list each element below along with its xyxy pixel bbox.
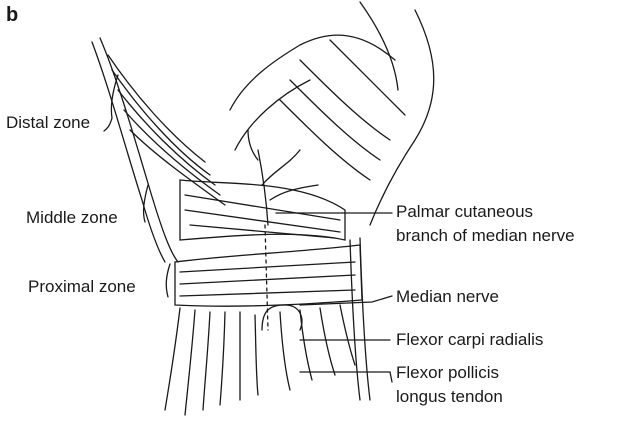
thenar-outline — [370, 10, 434, 225]
panel-label: b — [6, 4, 18, 27]
label-palmar-cutaneous-2: branch of median nerve — [396, 225, 575, 247]
label-proximal-zone: Proximal zone — [28, 276, 136, 298]
label-distal-zone: Distal zone — [6, 112, 90, 134]
label-palmar-cutaneous-1: Palmar cutaneous — [396, 201, 533, 223]
label-flexor-pollicis-1: Flexor pollicis — [396, 362, 499, 384]
label-median-nerve: Median nerve — [396, 286, 499, 308]
tendons — [165, 305, 355, 415]
label-flexor-pollicis-2: longus tendon — [396, 386, 503, 408]
leader-fpl — [300, 372, 392, 382]
label-middle-zone: Middle zone — [26, 207, 118, 229]
brace-proximal — [166, 264, 170, 297]
label-flexor-carpi-radialis: Flexor carpi radialis — [396, 329, 543, 351]
